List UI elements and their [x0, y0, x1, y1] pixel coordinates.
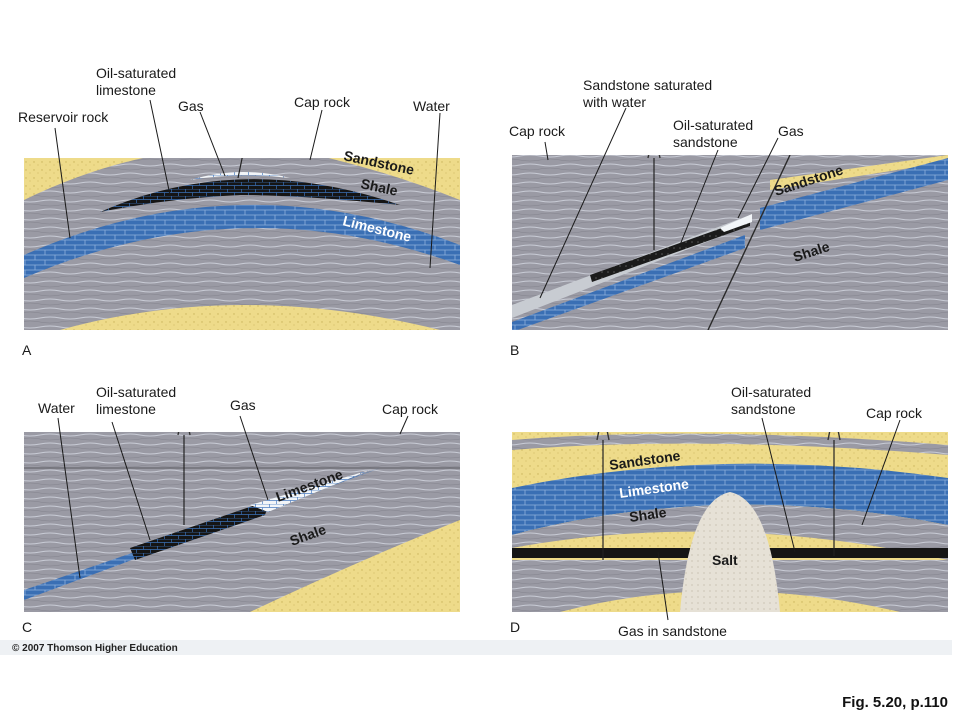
panel-c: Water Oil-saturated limestone Gas Cap ro…	[22, 384, 460, 635]
label-shale-d: Shale	[628, 504, 667, 525]
label-cap-rock-b: Cap rock	[509, 123, 566, 139]
derrick-icon	[827, 432, 841, 556]
figure-reference: Fig. 5.20, p.110	[842, 694, 948, 711]
label-shale-a: Shale	[359, 175, 399, 198]
label-oil-saturated-sandstone-d2: sandstone	[731, 401, 796, 417]
label-oil-saturated-sandstone-b2: sandstone	[673, 134, 738, 150]
label-cap-rock-d: Cap rock	[866, 405, 923, 421]
label-oil-saturated-limestone-a1: Oil-saturated	[96, 65, 176, 81]
leader-lines-b	[539, 107, 779, 299]
label-water-c: Water	[38, 400, 75, 416]
label-gas-c: Gas	[230, 397, 256, 413]
salt-dome	[680, 492, 780, 612]
panel-a: Oil-saturated limestone Gas Cap rock Wat…	[18, 65, 460, 358]
derrick-icon	[177, 432, 191, 525]
panel-letter-c: C	[22, 619, 32, 635]
label-sandstone-saturated-b1: Sandstone saturated	[583, 77, 712, 93]
fault-line	[707, 155, 791, 330]
label-gas-b: Gas	[778, 123, 804, 139]
label-cap-rock-c: Cap rock	[382, 401, 439, 417]
copyright-credit: © 2007 Thomson Higher Education	[12, 643, 178, 654]
label-water-a: Water	[413, 98, 450, 114]
label-gas-a: Gas	[178, 98, 204, 114]
leader-lines-c	[57, 415, 409, 579]
panel-letter-a: A	[22, 342, 32, 358]
label-oil-saturated-limestone-c1: Oil-saturated	[96, 384, 176, 400]
leader-lines-a	[54, 99, 441, 269]
credit-bar	[0, 640, 952, 655]
label-salt-d: Salt	[712, 552, 738, 568]
panel-b: Sandstone saturated with water Cap rock …	[509, 77, 948, 358]
label-reservoir-rock-a: Reservoir rock	[18, 109, 109, 125]
panel-letter-d: D	[510, 619, 520, 635]
label-oil-saturated-sandstone-b1: Oil-saturated	[673, 117, 753, 133]
derrick-icon	[237, 158, 243, 179]
label-oil-saturated-sandstone-d1: Oil-saturated	[731, 384, 811, 400]
label-cap-rock-a: Cap rock	[294, 94, 351, 110]
leader-lines-d	[657, 417, 901, 621]
derrick-icon	[647, 155, 661, 250]
label-gas-in-sandstone-d: Gas in sandstone	[618, 623, 727, 639]
label-oil-saturated-limestone-c2: limestone	[96, 401, 156, 417]
panel-d: Oil-saturated sandstone Cap rock Sandsto…	[510, 384, 948, 639]
label-oil-saturated-limestone-a2: limestone	[96, 82, 156, 98]
panel-letter-b: B	[510, 342, 519, 358]
derrick-icon	[596, 432, 610, 560]
label-sandstone-saturated-b2: with water	[582, 94, 646, 110]
